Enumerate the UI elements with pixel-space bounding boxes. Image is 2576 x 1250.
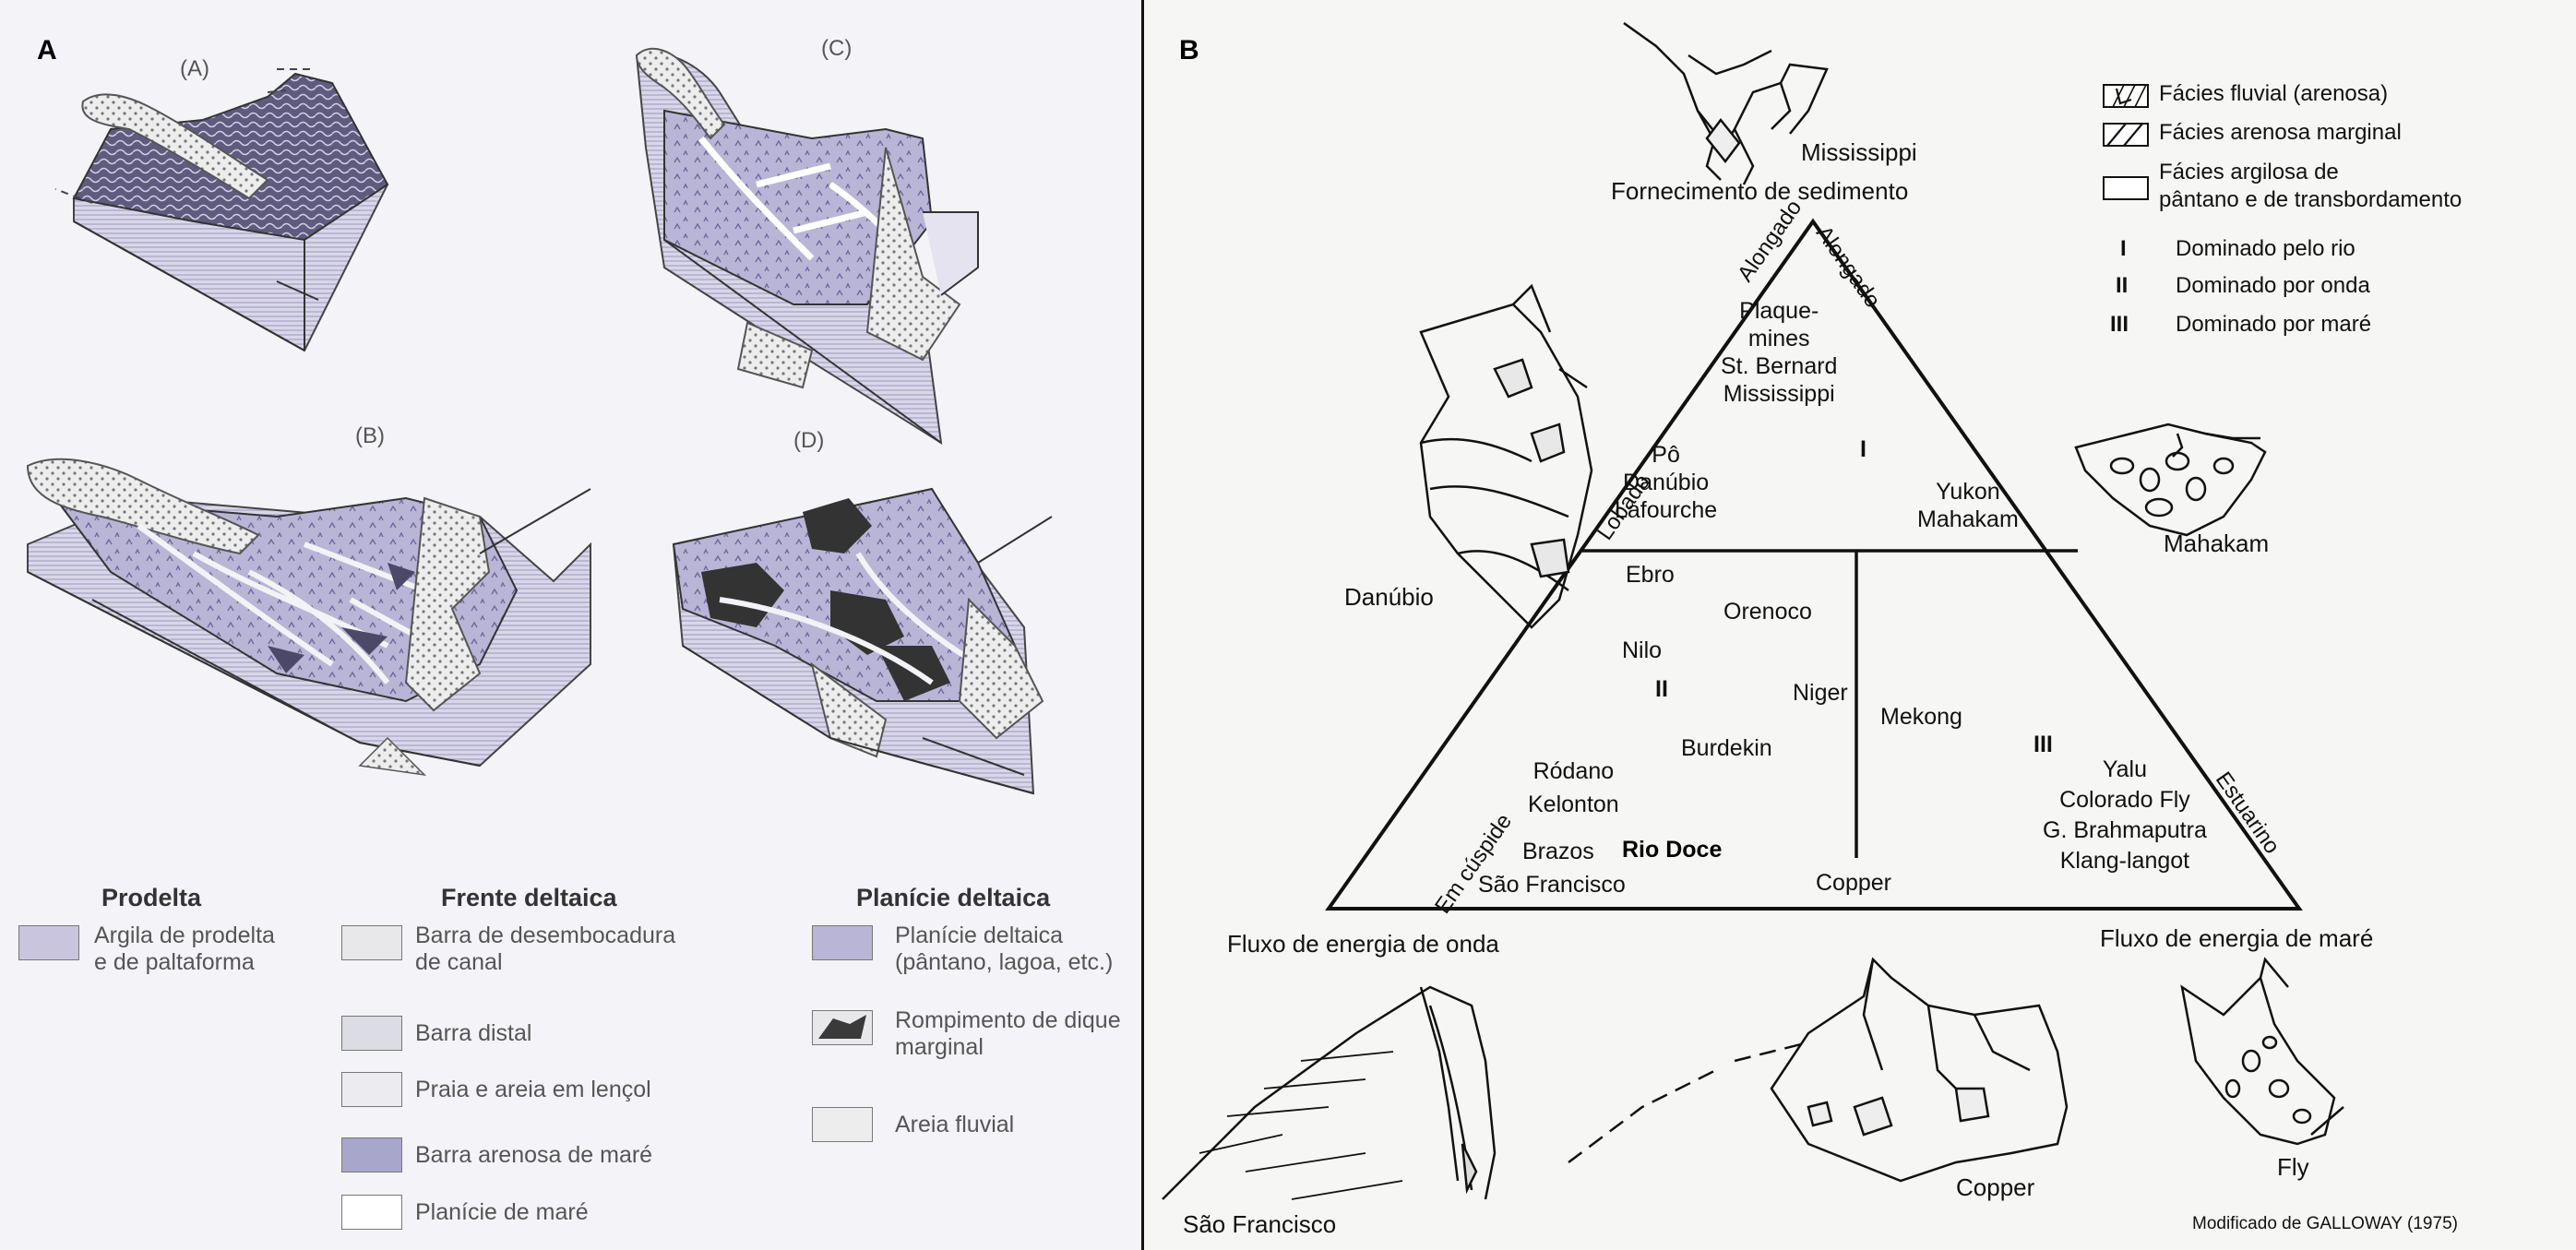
legend-numeral-iii: III <box>2110 312 2129 338</box>
legend-item-delta-plain: Planície deltaica (pântano, lagoa, etc.) <box>895 923 1113 976</box>
map-label-mahakam: Mahakam <box>2164 530 2269 558</box>
delta-label-rio-doce: Rio Doce <box>1622 836 1722 863</box>
legend-item-tidal-sand-bar: Barra arenosa de maré <box>415 1142 652 1169</box>
credit-text: Modificado de GALLOWAY (1975) <box>2192 1214 2458 1234</box>
legend-clay-facies: Fácies argilosa de pântano e de transbor… <box>2159 159 2462 214</box>
delta-label-burdekin: Burdekin <box>1681 734 1772 762</box>
vertex-label-sediment: Fornecimento de sedimento <box>1611 177 1908 206</box>
delta-label-estuarine-group: Yalu Colorado Fly G. Brahmaputra Klang-l… <box>2043 755 2207 876</box>
delta-label-copper: Copper <box>1816 869 1891 897</box>
delta-label-ebro: Ebro <box>1626 561 1675 589</box>
legend-title-planicie: Planície deltaica <box>856 884 1050 912</box>
legend-item-crevasse-splay: Rompimento de dique marginal <box>895 1007 1121 1061</box>
delta-label-mekong: Mekong <box>1880 703 1962 731</box>
map-mahakam <box>2076 424 2265 535</box>
map-fly <box>2182 959 2343 1144</box>
legend-numeral-ii: II <box>2116 273 2128 299</box>
vertex-label-wave: Fluxo de energia de onda <box>1227 930 1499 958</box>
block-label-b: (B) <box>355 423 385 448</box>
swatch-tidal-flat <box>341 1195 402 1230</box>
legend-title-prodelta: Prodelta <box>101 884 201 912</box>
swatch-delta-plain <box>812 925 873 960</box>
legend-item-fluvial-sand: Areia fluvial <box>895 1112 1014 1138</box>
block-label-c: (C) <box>821 36 852 61</box>
swatch-prodelta-clay <box>18 925 79 960</box>
map-danubio <box>1421 286 1592 627</box>
swatch-river-mouth-bar <box>341 925 402 960</box>
legend-swatches <box>2104 85 2148 199</box>
delta-label-niger: Niger <box>1793 679 1848 707</box>
legend-marginal-sand-facies: Fácies arenosa marginal <box>2159 120 2402 146</box>
map-label-fly: Fly <box>2277 1153 2309 1182</box>
swatch-fluvial-sand <box>812 1107 873 1142</box>
delta-label-orenoco: Orenoco <box>1723 598 1812 625</box>
vertex-label-tide: Fluxo de energia de maré <box>2100 924 2373 953</box>
block-diagram-a <box>55 69 388 351</box>
legend-river-dominated: Dominado pelo rio <box>2176 236 2355 262</box>
delta-block-diagrams: (A) (C) (B) (D) <box>0 0 1141 876</box>
legend-numeral-i: I <box>2120 236 2127 262</box>
map-label-sao-francisco: São Francisco <box>1183 1210 1336 1239</box>
block-diagram-c <box>637 49 978 443</box>
legend-item-prodelta-clay: Argila de prodelta e de paltaforma <box>94 923 275 976</box>
region-numeral-river: I <box>1860 435 1866 463</box>
block-label-a: (A) <box>180 56 209 81</box>
block-diagram-b <box>28 459 590 775</box>
map-mississippi <box>1624 23 1827 185</box>
swatch-tidal-sand-bar <box>341 1137 402 1173</box>
legend-item-tidal-flat: Planície de maré <box>415 1199 589 1226</box>
legend-fluvial-facies: Fácies fluvial (arenosa) <box>2159 81 2388 107</box>
map-label-copper: Copper <box>1956 1173 2034 1202</box>
block-label-d: (D) <box>793 428 824 453</box>
legend-wave-dominated: Dominado por onda <box>2176 273 2370 299</box>
delta-label-sao-francisco: São Francisco <box>1478 871 1626 899</box>
panel-a: A <box>0 0 1144 1250</box>
delta-label-yukon-mahakam: Yukon Mahakam <box>1917 478 2019 533</box>
map-sao-francisco <box>1163 987 1495 1199</box>
swatch-distal-bar <box>341 1016 402 1051</box>
map-label-danubio: Danúbio <box>1344 583 1434 612</box>
region-numeral-wave: II <box>1655 675 1668 703</box>
legend-item-distal-bar: Barra distal <box>415 1020 531 1047</box>
delta-label-nilo: Nilo <box>1622 637 1662 664</box>
swatch-crevasse-splay <box>812 1010 873 1045</box>
legend-tide-dominated: Dominado por maré <box>2176 312 2371 338</box>
legend-title-frente: Frente deltaica <box>441 884 617 912</box>
map-label-mississippi: Mississippi <box>1801 138 1917 167</box>
delta-label-lobado-group: Pô Danúbio Lafourche <box>1615 441 1717 524</box>
swatch-beach-sand <box>341 1072 402 1107</box>
legend-item-beach-sand: Praia e areia em lençol <box>415 1077 651 1103</box>
delta-label-brazos: Brazos <box>1522 838 1594 865</box>
delta-label-plaquemines-group: Plaque- mines St. Bernard Mississippi <box>1721 297 1837 408</box>
delta-label-rodano-kelonton: Ródano Kelonton <box>1528 755 1619 821</box>
panel-b: B <box>1144 0 2576 1250</box>
map-copper <box>1568 959 2067 1181</box>
block-diagram-d <box>674 489 1052 793</box>
legend-item-river-mouth-bar: Barra de desembocadura de canal <box>415 923 675 976</box>
